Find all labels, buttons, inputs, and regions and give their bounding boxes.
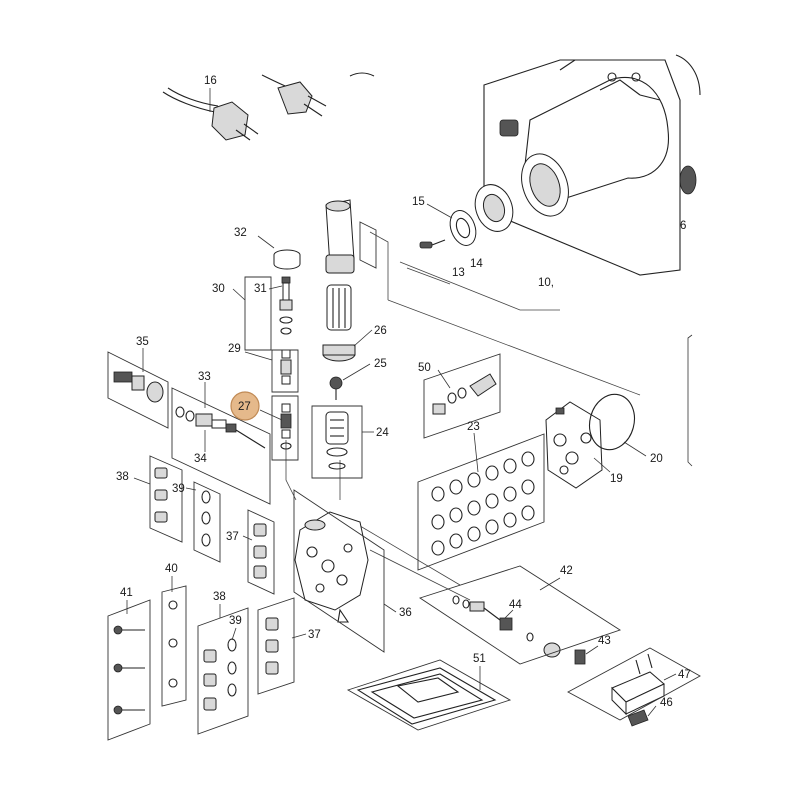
- label-6: 6: [680, 220, 686, 232]
- box-35: [107, 351, 169, 429]
- box-33: [171, 387, 271, 505]
- callout-labels: 16 6 15 13 14 10, 32 30 31 26 35 29 25 5…: [116, 75, 691, 709]
- box-42: [418, 565, 622, 665]
- label-37a: 37: [226, 531, 239, 543]
- label-44: 44: [509, 599, 522, 611]
- box-39-upper: [193, 481, 221, 563]
- label-50: 50: [418, 362, 431, 374]
- box-36: [293, 489, 385, 653]
- label-23: 23: [467, 421, 480, 433]
- label-29: 29: [228, 343, 241, 355]
- box-27: [271, 395, 299, 461]
- box-37-lower: [257, 597, 295, 695]
- label-42: 42: [560, 565, 573, 577]
- label-16: 16: [204, 75, 217, 87]
- label-43: 43: [598, 635, 611, 647]
- part-38-39-upper: [154, 467, 211, 547]
- label-39a: 39: [172, 483, 185, 495]
- part-38-39-lower: [203, 638, 237, 711]
- leader-lines: [126, 88, 677, 717]
- label-25: 25: [374, 358, 387, 370]
- highlight-marker-27: [230, 391, 260, 421]
- box-30: [244, 276, 272, 351]
- label-47: 47: [678, 669, 691, 681]
- part-24-valve: [325, 411, 349, 470]
- label-24: 24: [376, 427, 389, 439]
- label-38b: 38: [213, 591, 226, 603]
- label-20: 20: [650, 453, 663, 465]
- label-32: 32: [234, 227, 247, 239]
- label-41: 41: [120, 587, 133, 599]
- box-23: [417, 433, 545, 571]
- part-51-gasket: [356, 667, 497, 725]
- part-37-upper: [253, 523, 267, 579]
- part-47-46: [611, 653, 665, 727]
- label-13: 13: [452, 267, 465, 279]
- label-14: 14: [470, 258, 483, 270]
- part-29-stack: [280, 349, 292, 385]
- label-36: 36: [399, 607, 412, 619]
- motor-housing: [483, 54, 701, 276]
- label-34: 34: [194, 453, 207, 465]
- box-50: [423, 353, 501, 439]
- label-46: 46: [660, 697, 673, 709]
- pump-head: [294, 511, 369, 623]
- motor-rotor-parts: [419, 184, 514, 249]
- power-plug: [162, 72, 375, 141]
- label-33: 33: [198, 371, 211, 383]
- part-25-screw: [329, 376, 343, 400]
- label-35: 35: [136, 336, 149, 348]
- part-32-cap: [273, 249, 301, 270]
- label-19: 19: [610, 473, 623, 485]
- part-23-seal-grid: [431, 451, 535, 556]
- label-37b: 37: [308, 629, 321, 641]
- part-19-manifold: [545, 401, 603, 489]
- label-38a: 38: [116, 471, 129, 483]
- part-44-injector: [452, 595, 586, 665]
- label-40: 40: [165, 563, 178, 575]
- box-51: [346, 659, 512, 731]
- box-37-upper: [247, 509, 275, 595]
- part-33-bypass: [175, 406, 266, 449]
- label-27: 27: [238, 401, 251, 413]
- part-31-valve: [279, 276, 293, 335]
- box-38-upper: [149, 455, 183, 543]
- box-47: [567, 647, 701, 721]
- box-38-39-lower: [197, 607, 249, 735]
- label-31: 31: [254, 283, 267, 295]
- part-27-stack: [280, 403, 292, 450]
- part-35-connector: [113, 371, 164, 403]
- right-bracket: [687, 334, 693, 467]
- parts-drawing: [113, 54, 701, 727]
- group-boxes: [107, 221, 701, 741]
- part-41-bolts: [113, 625, 145, 715]
- box-41: [107, 599, 151, 741]
- part-20-oring: [588, 393, 636, 451]
- label-10: 10,: [538, 277, 554, 289]
- label-15: 15: [412, 196, 425, 208]
- box-24: [311, 405, 363, 479]
- box-40: [161, 585, 187, 707]
- box-29: [271, 349, 299, 393]
- piston-shaft: [322, 199, 356, 362]
- part-40-washers: [168, 600, 178, 688]
- label-39b: 39: [229, 615, 242, 627]
- part-50: [432, 373, 497, 415]
- label-30: 30: [212, 283, 225, 295]
- part-37-lower: [265, 617, 279, 675]
- label-51: 51: [473, 653, 486, 665]
- label-26: 26: [374, 325, 387, 337]
